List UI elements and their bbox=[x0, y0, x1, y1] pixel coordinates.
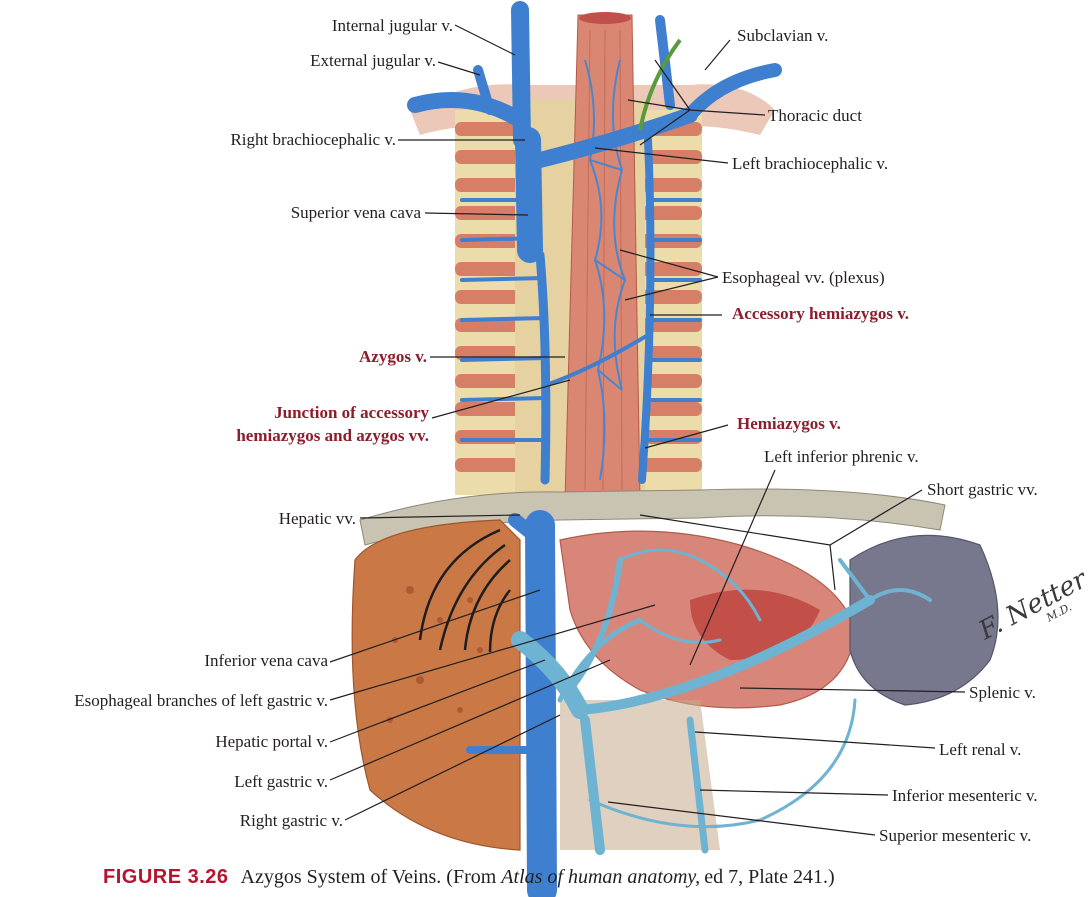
spleen bbox=[849, 534, 999, 706]
leader-left-renal bbox=[694, 731, 936, 749]
anatomy-illustration bbox=[351, 1, 999, 897]
label-left-gastric: Left gastric v. bbox=[234, 772, 328, 791]
label-left-renal: Left renal v. bbox=[939, 740, 1021, 759]
leader-left-brachiocephalic bbox=[594, 147, 729, 164]
figure-caption: FIGURE 3.26 Azygos System of Veins. (Fro… bbox=[103, 866, 835, 888]
label-inferior-mesenteric: Inferior mesenteric v. bbox=[892, 786, 1038, 805]
label-right-gastric: Right gastric v. bbox=[240, 811, 343, 830]
label-right-brachiocephalic: Right brachiocephalic v. bbox=[230, 130, 396, 149]
label-junction-line2: hemiazygos and azygos vv. bbox=[236, 426, 429, 445]
leader-thoracic-duct-3 bbox=[639, 109, 691, 146]
caption-number: FIGURE 3.26 bbox=[103, 866, 229, 888]
leader-left-gastric bbox=[329, 659, 611, 781]
leader-hepatic-portal bbox=[329, 659, 546, 743]
label-inferior-vena-cava: Inferior vena cava bbox=[204, 651, 328, 670]
caption-text-after: ed 7, Plate 241.) bbox=[704, 866, 835, 888]
label-hepatic-portal: Hepatic portal v. bbox=[215, 732, 328, 751]
portal-veins bbox=[511, 548, 932, 855]
label-esophageal-plexus: Esophageal vv. (plexus) bbox=[722, 268, 885, 287]
label-azygos: Azygos v. bbox=[359, 347, 427, 366]
liver bbox=[351, 519, 521, 851]
leader-junction bbox=[431, 379, 571, 419]
label-accessory-hemiazygos: Accessory hemiazygos v. bbox=[732, 304, 909, 323]
label-internal-jugular: Internal jugular v. bbox=[332, 16, 453, 35]
leader-internal-jugular bbox=[454, 24, 516, 56]
label-junction-line1: Junction of accessory bbox=[274, 403, 429, 422]
label-external-jugular: External jugular v. bbox=[310, 51, 436, 70]
leader-esophageal-branches bbox=[329, 604, 656, 701]
label-superior-mesenteric: Superior mesenteric v. bbox=[879, 826, 1031, 845]
label-left-inferior-phrenic: Left inferior phrenic v. bbox=[764, 447, 919, 466]
esophageal-plexus bbox=[584, 59, 627, 481]
leader-superior-mesenteric bbox=[607, 801, 876, 836]
leader-hepatic-vv bbox=[359, 514, 521, 519]
leader-subclavian bbox=[704, 39, 731, 71]
leader-short-gastric-2 bbox=[829, 544, 836, 591]
label-hepatic-vv: Hepatic vv. bbox=[279, 509, 356, 528]
label-superior-vena-cava: Superior vena cava bbox=[291, 203, 422, 222]
leader-splenic bbox=[739, 687, 966, 693]
esophagus-opening bbox=[579, 12, 631, 24]
thoracic-duct bbox=[638, 38, 682, 131]
leader-inferior-mesenteric bbox=[699, 789, 889, 796]
leader-ivc bbox=[329, 589, 541, 663]
labels: Internal jugular v. External jugular v. … bbox=[74, 16, 1038, 845]
esophagus bbox=[564, 14, 641, 501]
leader-hemiazygos bbox=[644, 424, 729, 449]
label-subclavian: Subclavian v. bbox=[737, 26, 828, 45]
hepatic-flow-arrows bbox=[418, 528, 511, 653]
leader-lines bbox=[329, 24, 966, 836]
leader-external-jugular bbox=[437, 61, 481, 76]
caption-book-title: Atlas of human anatomy, bbox=[499, 866, 700, 888]
leader-svc bbox=[424, 212, 529, 216]
label-short-gastric: Short gastric vv. bbox=[927, 480, 1038, 499]
label-hemiazygos: Hemiazygos v. bbox=[737, 414, 841, 433]
leader-right-gastric bbox=[344, 714, 561, 821]
label-splenic: Splenic v. bbox=[969, 683, 1036, 702]
label-thoracic-duct: Thoracic duct bbox=[768, 106, 862, 125]
leader-thoracic-duct-2 bbox=[627, 99, 691, 111]
leader-esophageal-plexus-2 bbox=[624, 276, 719, 301]
caption-text-before: Azygos System of Veins. (From bbox=[241, 866, 502, 888]
leader-left-inferior-phrenic bbox=[689, 469, 776, 666]
ribs-left bbox=[455, 110, 520, 495]
label-esophageal-branches: Esophageal branches of left gastric v. bbox=[74, 691, 328, 710]
leader-esophageal-plexus bbox=[619, 249, 719, 278]
label-left-brachiocephalic: Left brachiocephalic v. bbox=[732, 154, 888, 173]
